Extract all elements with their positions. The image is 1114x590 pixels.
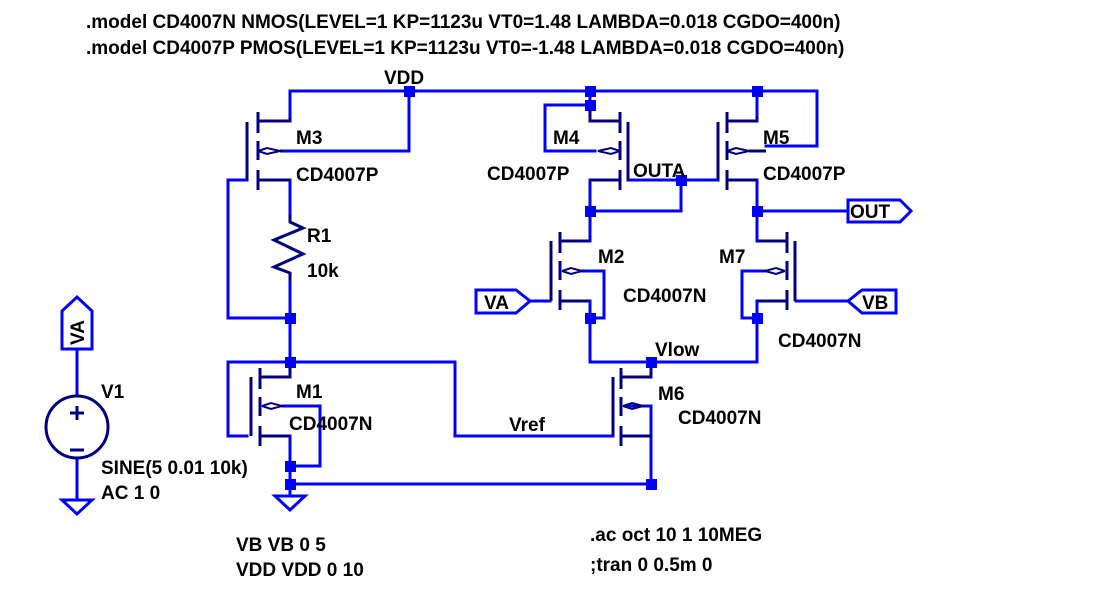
junction-m4-source — [585, 100, 596, 111]
flag-out-label: OUT — [850, 202, 891, 223]
flag-va-source[interactable]: VA — [60, 294, 94, 351]
transistor-m4[interactable] — [588, 111, 630, 190]
m1-name: M1 — [296, 382, 323, 403]
flag-va-input-label: VA — [484, 293, 509, 314]
m7-name: M7 — [719, 247, 745, 268]
wire-m1-gate[interactable] — [226, 360, 249, 438]
m4-name: M4 — [553, 128, 580, 149]
m3-name: M3 — [296, 128, 322, 149]
ac-directive[interactable]: .ac oct 10 1 10MEG — [590, 525, 762, 546]
m6-name: M6 — [658, 384, 684, 405]
net-label-vlow: Vlow — [655, 340, 700, 361]
junction-m1-source — [285, 461, 296, 472]
junction-vdd-m5 — [752, 86, 763, 97]
vb-source-directive[interactable]: VB VB 0 5 — [236, 535, 326, 556]
m2-model: CD4007N — [623, 286, 706, 307]
junction-m6-source — [646, 479, 657, 490]
transistor-m5[interactable] — [716, 112, 766, 190]
wire-m4-drain[interactable] — [588, 178, 683, 213]
model-directive-nmos[interactable]: .model CD4007N NMOS(LEVEL=1 KP=1123u VT0… — [86, 12, 840, 33]
net-label-vref: Vref — [509, 415, 546, 436]
r1-name: R1 — [307, 226, 332, 247]
v1-name: V1 — [101, 382, 125, 403]
transistor-m1[interactable] — [249, 368, 292, 446]
transistor-m3[interactable] — [245, 112, 292, 190]
v1-value: SINE(5 0.01 10k) — [101, 458, 248, 479]
wire-m4-bulk[interactable] — [543, 103, 597, 153]
junction-vref — [285, 357, 296, 368]
junctions — [285, 86, 763, 490]
resistor-r1[interactable] — [270, 215, 307, 280]
junction-out — [752, 206, 763, 217]
transistor-m6[interactable] — [611, 368, 653, 446]
wire-vref[interactable] — [226, 360, 615, 438]
junction-vlow — [646, 357, 657, 368]
wire-vdd-rail[interactable] — [288, 89, 819, 148]
flag-out[interactable]: OUT — [846, 198, 914, 224]
transistor-m7[interactable] — [757, 232, 797, 310]
m4-model: CD4007P — [487, 164, 570, 185]
junction-outa — [676, 175, 687, 186]
transistor-m2[interactable] — [549, 232, 590, 310]
net-label-outa: OUTA — [633, 161, 686, 182]
r1-value: 10k — [307, 261, 339, 282]
flag-va-source-label: VA — [68, 320, 89, 345]
flag-va-input[interactable]: VA — [474, 288, 533, 315]
junction-vdd-m4 — [585, 86, 596, 97]
wire-m3-gate[interactable] — [226, 178, 292, 320]
wire-m7-bulk[interactable] — [740, 269, 768, 320]
wire-m3-bulk[interactable] — [281, 89, 411, 153]
junction-gnd — [285, 479, 296, 490]
tran-directive[interactable]: ;tran 0 0.5m 0 — [590, 555, 713, 576]
junction-m7-source — [752, 313, 763, 324]
m6-model: CD4007N — [678, 408, 761, 429]
vdd-source-directive[interactable]: VDD VDD 0 10 — [236, 560, 364, 581]
m2-name: M2 — [598, 247, 624, 268]
m3-model: CD4007P — [296, 165, 379, 186]
wire-m1-bulk[interactable] — [281, 404, 322, 468]
ground-icon-main — [271, 494, 309, 513]
voltage-source-v1[interactable] — [44, 394, 110, 460]
flag-vb-input[interactable]: VB — [845, 288, 898, 315]
model-directive-pmos[interactable]: .model CD4007P PMOS(LEVEL=1 KP=1123u VT0… — [86, 38, 844, 59]
junction-m4-drain — [585, 206, 596, 217]
wire-m2-bulk[interactable] — [578, 269, 606, 320]
m5-model: CD4007P — [763, 164, 846, 185]
ground-icon-v1 — [58, 498, 96, 517]
m1-model: CD4007N — [289, 414, 372, 435]
junction-vdd — [404, 86, 415, 97]
m5-name: M5 — [763, 128, 790, 149]
net-label-vdd: VDD — [384, 68, 424, 89]
m7-model: CD4007N — [778, 331, 861, 352]
flag-vb-input-label: VB — [862, 293, 888, 314]
v1-ac: AC 1 0 — [101, 483, 160, 504]
junction-r1-bottom — [285, 313, 296, 324]
wire-vlow[interactable] — [588, 316, 759, 364]
junction-m2-source — [585, 313, 596, 324]
